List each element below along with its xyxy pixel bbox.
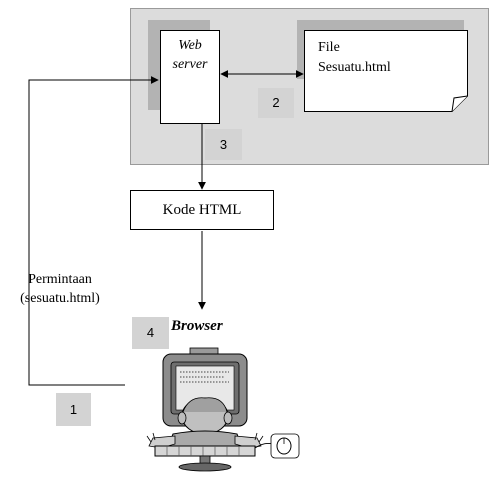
document-file-shape	[304, 30, 468, 112]
web-server-box	[160, 30, 220, 124]
request-arrow	[28, 76, 159, 386]
request-label: Permintaan (sesuatu.html)	[4, 270, 116, 308]
web-server-label: Web server	[160, 36, 220, 74]
step-3-badge: 3	[205, 129, 242, 160]
browser-label: Browser	[171, 318, 223, 334]
web-server-label-line1: Web	[178, 38, 202, 53]
html-code-label: Kode HTML	[162, 202, 242, 218]
request-label-line2: (sesuatu.html)	[20, 291, 100, 306]
request-label-line1: Permintaan	[28, 272, 92, 287]
file-label-line1: File	[318, 40, 340, 55]
step-2-badge: 2	[258, 88, 294, 118]
step-4-badge: 4	[132, 317, 169, 349]
file-label: File Sesuatu.html	[318, 38, 458, 78]
step-1-badge: 1	[56, 393, 91, 426]
computer-user-icon	[146, 347, 300, 472]
file-label-line2: Sesuatu.html	[318, 60, 391, 75]
web-server-label-line2: server	[172, 57, 208, 72]
html-code-box	[130, 190, 274, 230]
